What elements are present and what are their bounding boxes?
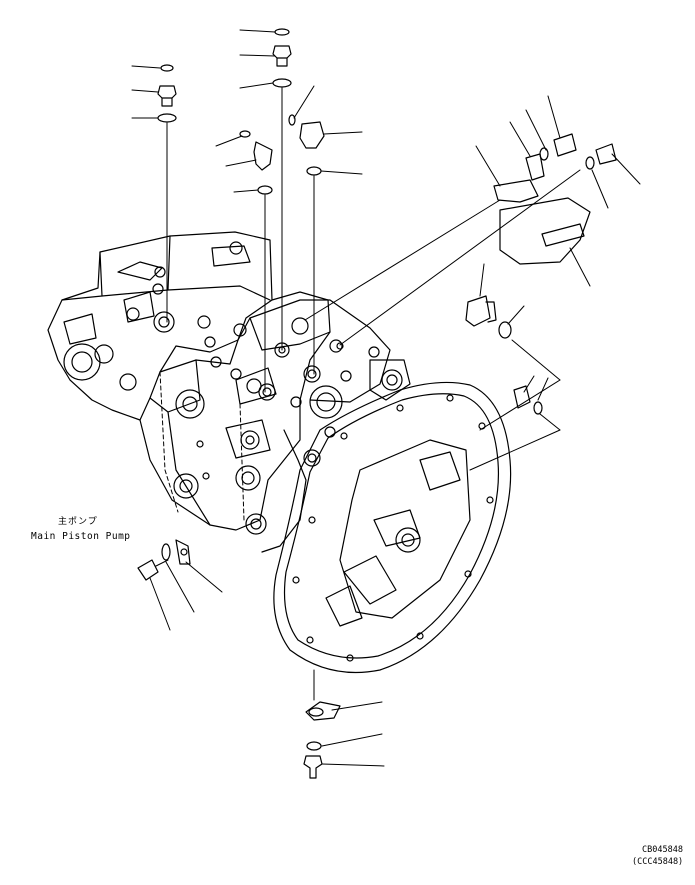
pump-caption-japanese: 主ポンプ — [58, 517, 98, 527]
elbow-fitting-group-top-left — [157, 64, 177, 323]
elbow-fitting-group-left — [239, 130, 273, 393]
plug-group-right-upper — [465, 295, 561, 431]
plug-group-right-lower — [469, 385, 561, 471]
bolt-washer-clamp-group-left — [137, 539, 191, 581]
pump-caption-english: Main Piston Pump — [31, 531, 131, 542]
elbow-fitting-group-right — [288, 114, 325, 375]
drawing-code-primary: CB045848 — [642, 845, 683, 855]
bolt-washer-clamp-group-bottom — [303, 669, 341, 779]
drawing-code-secondary: (CCC45848) — [632, 857, 684, 867]
leader-lines — [131, 29, 641, 767]
bracket-assembly-right — [304, 133, 617, 346]
main-piston-pump-body — [47, 231, 512, 674]
elbow-fitting-group-top-center — [272, 28, 292, 351]
